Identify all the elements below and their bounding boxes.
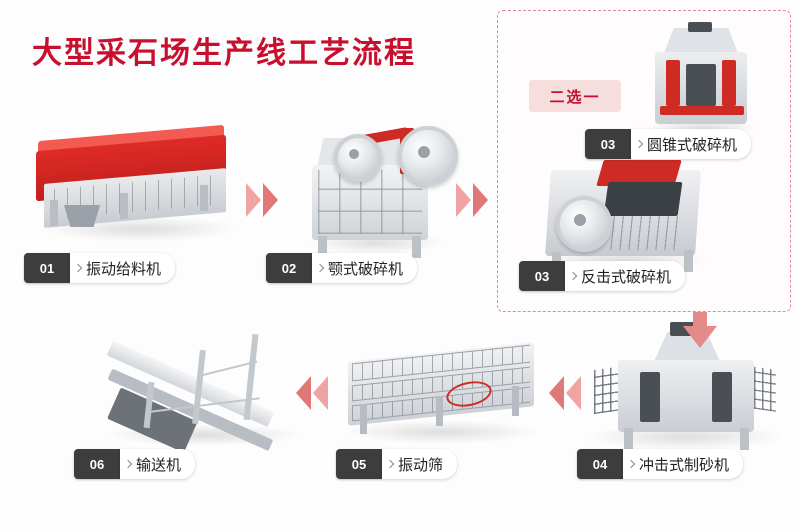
stage-number-03-cone: 03 bbox=[585, 129, 631, 159]
stage-caption-03-impact: 反击式破碎机 bbox=[565, 261, 686, 291]
arrow-screen-to-conveyor bbox=[296, 376, 328, 410]
stage-caption-01: 振动给料机 bbox=[70, 253, 176, 283]
arrow-sandmaker-to-screen bbox=[549, 376, 581, 410]
stage-caption-02: 颚式破碎机 bbox=[312, 253, 418, 283]
stage-label-03-impact[interactable]: 03 反击式破碎机 bbox=[519, 261, 686, 291]
stage-number-06: 06 bbox=[74, 449, 120, 479]
stage-caption-03-cone: 圆锥式破碎机 bbox=[631, 129, 752, 159]
pick-one-badge: 二选一 bbox=[529, 80, 621, 112]
stage-label-06[interactable]: 06 输送机 bbox=[74, 449, 196, 479]
stage-label-02[interactable]: 02 颚式破碎机 bbox=[266, 253, 418, 283]
stage-number-04: 04 bbox=[577, 449, 623, 479]
arrow-feeder-to-jaw bbox=[246, 183, 278, 217]
stage-number-01: 01 bbox=[24, 253, 70, 283]
stage-number-02: 02 bbox=[266, 253, 312, 283]
stage-number-03-impact: 03 bbox=[519, 261, 565, 291]
stage-label-04[interactable]: 04 冲击式制砂机 bbox=[577, 449, 744, 479]
arrow-jaw-to-crusher-group bbox=[456, 183, 488, 217]
stage-label-03-cone[interactable]: 03 圆锥式破碎机 bbox=[585, 129, 752, 159]
stage-caption-04: 冲击式制砂机 bbox=[623, 449, 744, 479]
page-title: 大型采石场生产线工艺流程 bbox=[32, 37, 416, 70]
stage-number-05: 05 bbox=[336, 449, 382, 479]
stage-caption-06: 输送机 bbox=[120, 449, 196, 479]
stage-label-05[interactable]: 05 振动筛 bbox=[336, 449, 458, 479]
stage-caption-05: 振动筛 bbox=[382, 449, 458, 479]
stage-label-01[interactable]: 01 振动给料机 bbox=[24, 253, 176, 283]
